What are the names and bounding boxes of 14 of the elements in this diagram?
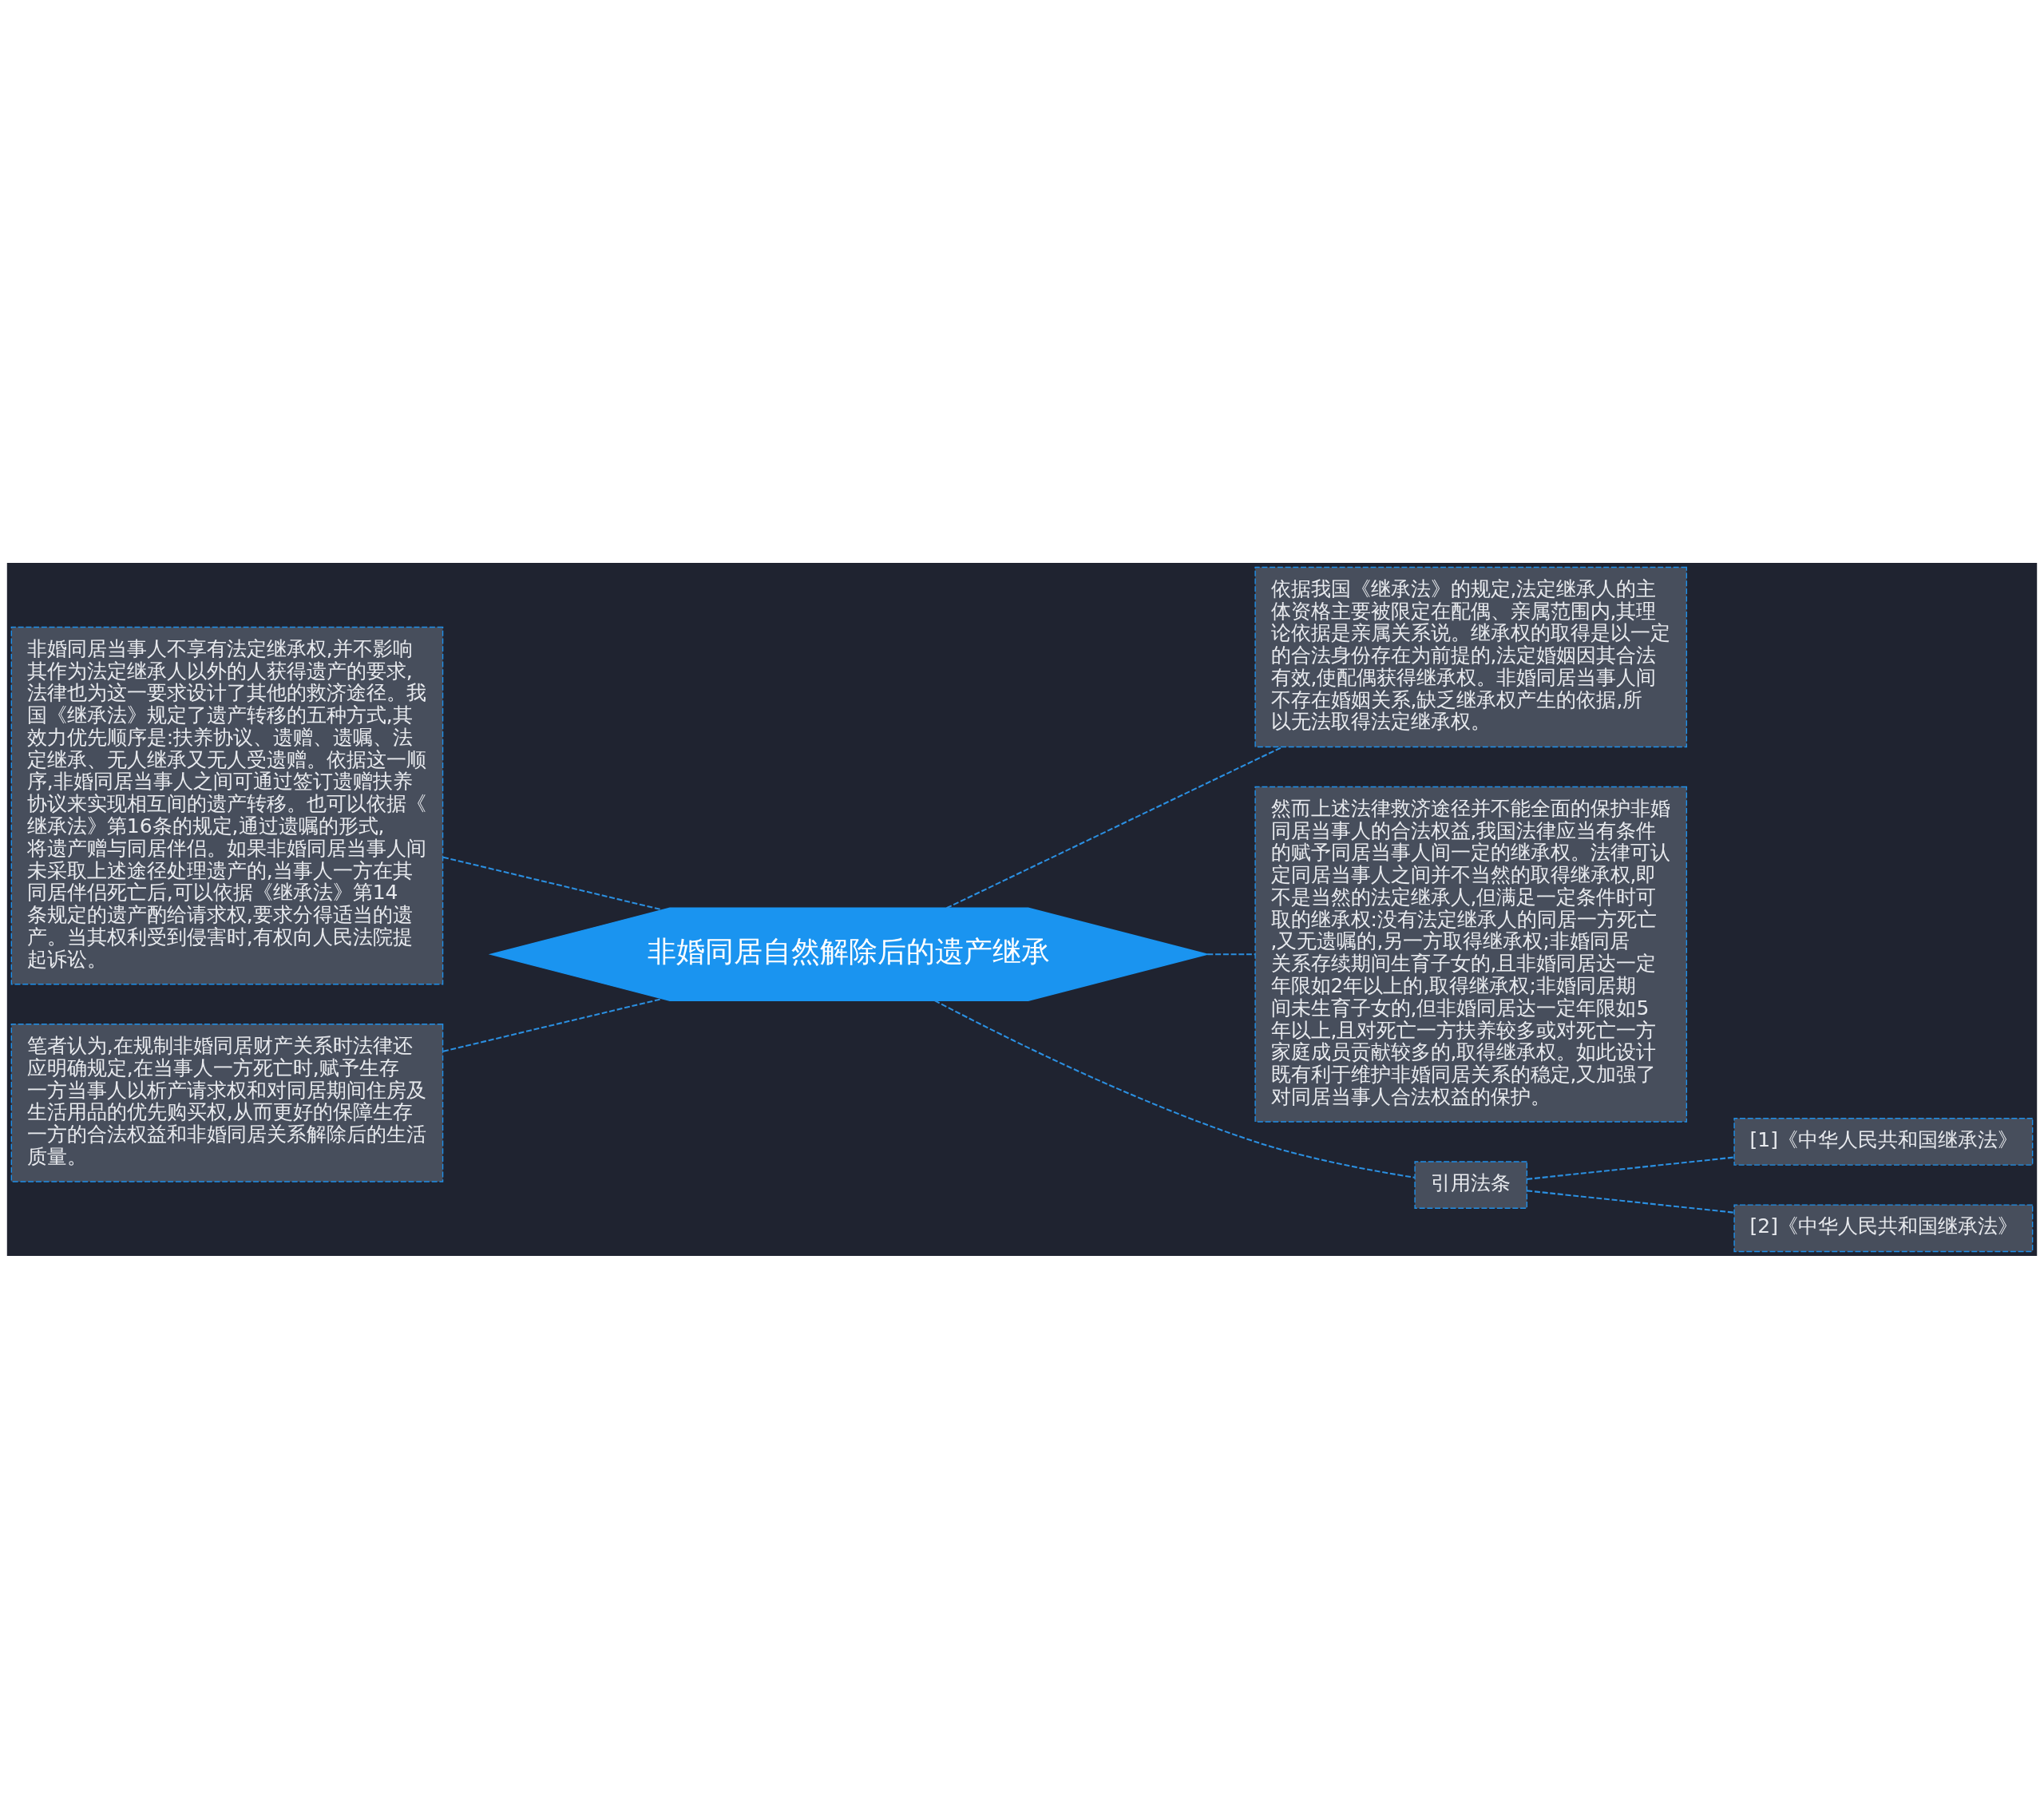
node-box: 引用法条 (1414, 1160, 1528, 1209)
connector (442, 856, 663, 910)
connector (1207, 953, 1255, 955)
node-box: 然而上述法律救济途径并不能全面的保护非婚同居当事人的合法权益,我国法律应当有条件的赋予同居当事人间一定的继承权。法律可认定同居当事人之间并不当然的取得继承权,即不是当然的法定继承人,但满足一定条件时可取的继承权:没有法定继承人的同居一方死亡,又无遗嘱的,另一方取得继承权;非婚同居关系存续期间生育子女的,且非婚同居达一定年限如2年以上的,取得继承权;非婚同居期间未生育子女的,但非婚同居达一定年限如5年以上,且对死亡一方扶养较多或对死亡一方家庭成员贡献较多的,取得继承权。如此设计既有利于维护非婚同居关系的稳定,又加强了对同居当事人合法权益的保护。 (1254, 786, 1688, 1123)
node-box: 非婚同居当事人不享有法定继承权,并不影响其作为法定继承人以外的人获得遗产的要求,法律也为这一要求设计了其他的救济途径。我国《继承法》规定了遗产转移的五种方式,其效力优先顺序是:扶养协议、遗赠、遗嘱、法定继承、无人继承又无人受遗赠。依据这一顺序,非婚同居当事人之间可通过签订遗赠扶养协议来实现相互间的遗产转移。也可以依据《继承法》第16条的规定,通过遗嘱的形式,将遗产赠与同居伴侣。如果非婚同居当事人间未采取上述途径处理遗产的,当事人一方在其同居伴侣死亡后,可以依据《继承法》第14条规定的遗产酌给请求权,要求分得适当的遗产。当其权利受到侵害时,有权向人民法院提起诉讼。 (10, 626, 444, 984)
node-box: 笔者认为,在规制非婚同居财产关系时法律还应明确规定,在当事人一方死亡时,赋予生存一方当事人以析产请求权和对同居期间住房及生活用品的优先购买权,从而更好的保障生存一方的合法权益和非婚同居关系解除后的生活质量。 (10, 1023, 444, 1182)
node-box: 依据我国《继承法》的规定,法定继承人的主体资格主要被限定在配偶、亲属范围内,其理论依据是亲属关系说。继承权的取得是以一定的合法身份存在为前提的,法定婚姻因其合法有效,使配偶获得继承权。非婚同居当事人间不存在婚姻关系,缺乏继承权产生的依据,所以无法取得法定继承权。 (1254, 566, 1688, 747)
node-box: [2]《中华人民共和国继承法》 (1733, 1203, 2034, 1252)
connector (1527, 1189, 1735, 1214)
connector (934, 999, 1415, 1178)
node-box: [1]《中华人民共和国继承法》 (1733, 1117, 2034, 1166)
connector (946, 746, 1283, 909)
connector (442, 997, 663, 1052)
connector (1527, 1155, 1734, 1180)
